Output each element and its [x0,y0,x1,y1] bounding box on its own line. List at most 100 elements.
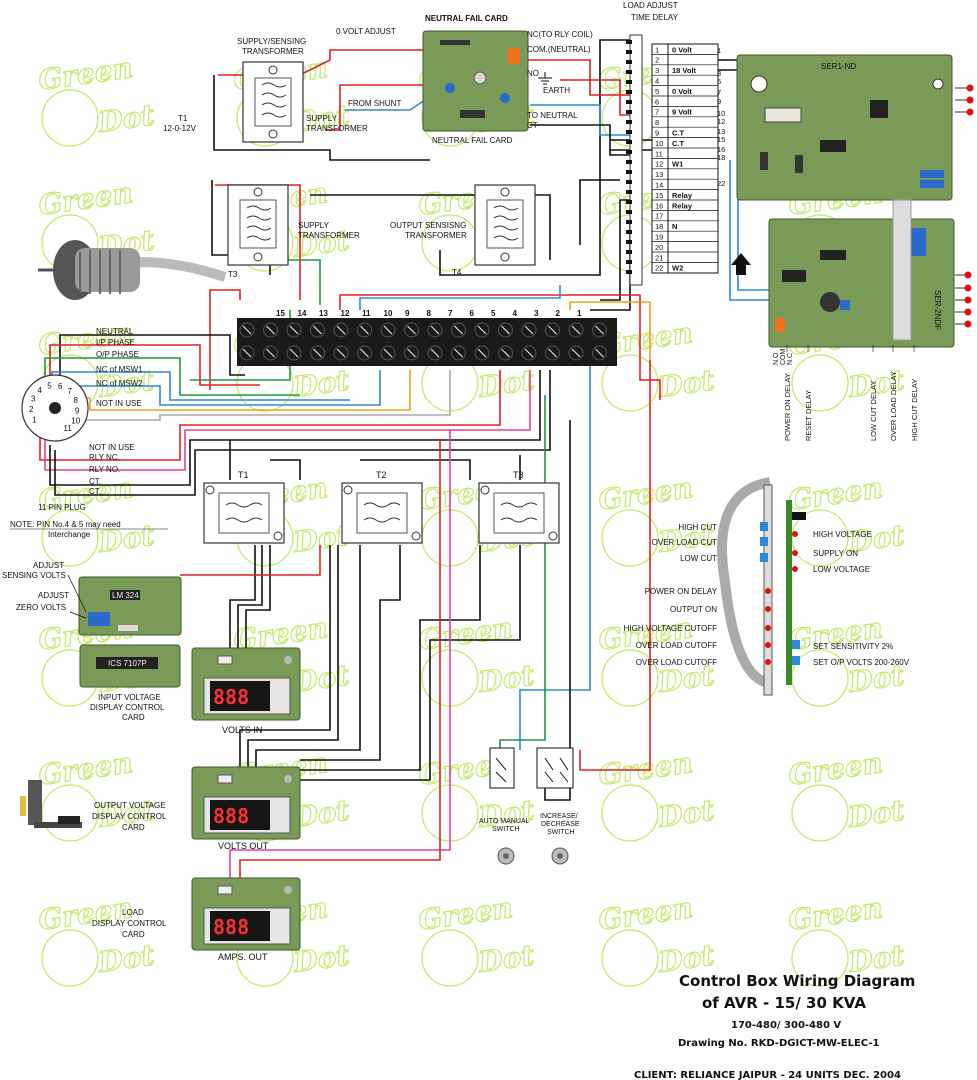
terminal-screw [333,322,349,338]
zero-volt-adjust-label: 0 VOLT ADJUST [336,27,396,36]
supply-sensing-label-2: TRANSFORMER [242,47,304,56]
connector-row-label: Relay [672,191,693,200]
auto-manual-label: AUTO MANUAL [479,818,530,825]
plug-pin-number: 9 [75,406,80,415]
transformer-t1-top: SUPPLY/SENSING TRANSFORMER T1 12-0-12V S… [163,37,368,143]
connector-pin [626,100,632,104]
terminal-screw [451,345,466,361]
connector-pin [626,220,632,224]
plug-wire-label: NOT IN USE [89,443,135,452]
plug-pin-number: 8 [73,396,78,405]
plug-pin-number: 4 [38,386,43,395]
plug-wire-label: CT. [89,487,101,496]
terminal-screw [333,345,349,361]
transformer-label: T2 [376,470,387,480]
display-caption: AMPS. OUT [218,952,268,962]
neutral-fail-card-caption: NEUTRAL FAIL CARD [432,136,513,145]
ser2-contact-label: N.C [787,353,794,365]
auto-manual-switch[interactable]: AUTO MANUAL SWITCH [479,747,530,865]
sensing-card: LM 324 ADJUST SENSING VOLTS ADJUST ZERO … [2,561,182,636]
connector-row-number: 5 [655,87,659,96]
connector-side-number: 18 [717,153,725,162]
output-card-label-2: DISPLAY CONTROL [92,812,167,821]
connector-row-label: W1 [672,160,683,169]
transformer-t4: OUTPUT SENSISNG TRANSFORMER T4 [390,184,536,277]
plug-pin-number: 7 [67,387,72,396]
load-card-label-group: LOAD DISPLAY CONTROL CARD [92,908,167,939]
connector-side-number: 13 [717,127,725,136]
connector-pin [626,70,632,74]
load-card-label: LOAD [122,908,144,917]
incdec-label: INCREASE/ [540,813,578,820]
terminal-screw [498,345,513,361]
plug-note-1: NOTE: PIN No.4 & 5 may need [10,520,121,529]
connector-side-number: 22 [717,179,725,188]
plug-wire-label: NC of MSW1 [96,365,143,374]
to-neutral-label: TO NEUTRAL [527,111,578,120]
no-label: NO [527,69,539,78]
connector-pin [626,180,632,184]
t3-top-label: T3 [228,270,238,279]
title-block: Control Box Wiring Diagram of AVR - 15/ … [634,972,915,1080]
connector-row-number: 11 [655,149,663,158]
connector-row-label: 9 Volt [672,108,692,117]
terminal-screw [427,322,443,338]
terminal-number: 8 [427,309,432,318]
connector-side-number: 16 [717,145,725,154]
connector-pin [626,130,632,134]
connector-row-label: C.T [672,129,685,138]
terminal-screw [474,345,490,361]
ser1-led-column [955,84,974,116]
connector-row-label: 0 Volt [672,87,692,96]
led-icon [765,659,771,665]
led-icon [792,550,798,556]
client-line: CLIENT: RELIANCE JAIPUR - 24 UNITS DEC. … [634,1070,901,1080]
increase-decrease-switch[interactable]: INCREASE/ DECREASE SWITCH [536,747,580,865]
neutral-fail-card-title: NEUTRAL FAIL CARD [425,14,508,23]
terminal-screw [310,345,325,361]
connector-side-number: 5 [717,77,721,86]
terminal-number: 5 [491,309,496,318]
earth-label: EARTH [543,86,570,95]
ser2-label: SER-2NDF [933,290,942,330]
connector-pin [626,90,632,94]
t1-rating-label: 12-0-12V [163,124,197,133]
load-card-label-2: DISPLAY CONTROL [92,919,167,928]
plug-wire-label: CT. [89,477,101,486]
connector-side-number: 10 [717,109,725,118]
connector-side-number: 9 [717,97,721,106]
delay-label: POWER ON DELAY [783,373,792,441]
connector-row-number: 19 [655,233,663,242]
connector-pin [626,140,632,144]
from-shunt-label: FROM SHUNT [348,99,401,108]
terminal-screw [404,345,419,361]
output-card-label: OUTPUT VOLTAGE [94,801,166,810]
terminal-screw [568,345,584,361]
trimmer-icon [792,640,800,649]
plug-pin-number: 6 [58,382,63,391]
connector-pin [626,50,632,54]
lm324-label: LM 324 [112,591,139,600]
up-arrow-icon [731,253,751,275]
t1-top-label: T1 [178,114,188,123]
plug-wire-label: RLY NO. [89,465,120,474]
delay-label: RESET DELAY [804,390,813,441]
connector-row-number: 13 [655,170,663,179]
indicator-right-label: SUPPLY ON [813,549,858,558]
connector-row-number: 10 [655,139,663,148]
plug-pin-number: 11 [64,424,73,433]
plug-pin-number: 1 [32,416,37,425]
connector-row-number: 18 [655,222,663,231]
transformer-lower: T2 [341,470,423,544]
connector-row-number: 7 [655,108,659,117]
connector-pin [626,270,632,274]
plug-wire-label: NEUTRAL [96,327,134,336]
display-caption: VOLTS OUT [218,841,269,851]
terminal-screw [545,345,560,361]
terminal-screw [545,322,560,338]
terminal-number: 10 [384,309,393,318]
indicator-left-label: LOW CUT [680,554,717,563]
connector-row-number: 20 [655,243,663,252]
